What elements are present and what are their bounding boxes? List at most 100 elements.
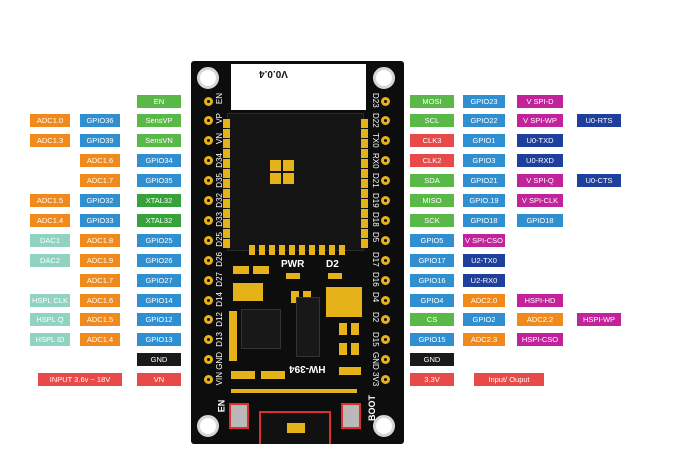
pin-label-d34-1: ADC1.6	[80, 154, 120, 167]
regulator-pad-left	[229, 311, 237, 361]
smd-pad-8	[351, 343, 359, 355]
header-pin-d23	[381, 97, 390, 106]
pin-label-d15-3: HSPI-CSO	[517, 333, 563, 346]
boot-silk-label: BOOT	[367, 395, 377, 421]
pin-label-d2-1: CS	[410, 313, 454, 326]
pin-label-d26-1: DAC2	[30, 254, 70, 267]
header-pin-d25	[204, 236, 213, 245]
pin-label-d19-2: GPIO.19	[463, 194, 505, 207]
module-pad-right	[361, 199, 368, 208]
pin-label-d18-2: GPIO18	[463, 214, 505, 227]
header-pin-d35	[204, 176, 213, 185]
antenna-area: V0.0.4	[231, 64, 366, 110]
pin-label-d26-2: ADC1.9	[80, 254, 120, 267]
pin-label-d18-3: GPIO18	[517, 214, 563, 227]
pin-label-d13-3: GPIO13	[137, 333, 181, 346]
module-pad-left	[223, 139, 230, 148]
header-pin-d13	[204, 335, 213, 344]
pin-label-d33-2: GPIO33	[80, 214, 120, 227]
boot-button[interactable]	[341, 403, 361, 429]
pin-label-d21-2: GPIO21	[463, 174, 505, 187]
pin-label-d5-1: GPIO5	[410, 234, 454, 247]
smd-pad-3	[291, 291, 299, 303]
header-pin-label-rx0: RX0	[371, 153, 380, 169]
module-pad-right	[361, 149, 368, 158]
header-pin-d12	[204, 315, 213, 324]
en-silk-label: EN	[216, 399, 227, 413]
header-pin-d17	[381, 256, 390, 265]
header-pin-label-d35: D35	[215, 173, 224, 188]
smd-pad-9	[231, 371, 255, 379]
pin-label-d5-2: V SPI-CSO	[463, 234, 505, 247]
header-pin-label-d19: D19	[371, 193, 380, 208]
pin-label-d32-3: XTAL32	[137, 194, 181, 207]
pin-label-vp-3: SensVP	[137, 114, 181, 127]
header-pin-label-d2: D2	[371, 312, 380, 323]
module-pad-right	[361, 189, 368, 198]
pin-label-d35-1: ADC1.7	[80, 174, 120, 187]
header-pin-label-3v3: 3V3	[371, 372, 380, 387]
module-pad-bottom	[259, 245, 265, 255]
module-pad-bottom	[309, 245, 315, 255]
mount-hole-bottom-left	[197, 415, 219, 437]
header-pin-d16	[381, 276, 390, 285]
en-reset-button[interactable]	[229, 403, 249, 429]
trace-row	[231, 389, 357, 393]
header-pin-vp	[204, 116, 213, 125]
module-pad-left	[223, 119, 230, 128]
header-pin-3v3	[381, 375, 390, 384]
header-pin-label-d34: D34	[215, 153, 224, 168]
micro-usb-connector[interactable]	[259, 411, 331, 444]
module-pad-right	[361, 159, 368, 168]
header-pin-label-d12: D12	[215, 312, 224, 327]
pin-label-d25-2: ADC1.8	[80, 234, 120, 247]
pin-label-d14-1: HSPL CLK	[30, 294, 70, 307]
module-pad-right	[361, 129, 368, 138]
header-pin-label-d17: D17	[371, 252, 380, 267]
module-pad-right	[361, 169, 368, 178]
pin-label-d23-3: V SPI-D	[517, 95, 563, 108]
header-pin-label-d15: D15	[371, 332, 380, 347]
model-label: HW-394	[289, 363, 326, 374]
module-pad-right	[361, 179, 368, 188]
module-pad-bottom	[269, 245, 275, 255]
header-pin-label-gnd: GND	[371, 352, 380, 370]
pin-label-d17-2: U2-TX0	[463, 254, 505, 267]
header-pin-label-d32: D32	[215, 193, 224, 208]
module-pad-bottom	[249, 245, 255, 255]
pwr-led	[286, 273, 300, 279]
pin-label-gnd-1: GND	[137, 353, 181, 366]
smd-pad-1	[233, 266, 249, 274]
module-pad-right	[361, 119, 368, 128]
smd-pad-2	[253, 266, 269, 274]
header-pin-d14	[204, 296, 213, 305]
pin-label-vn-3: SensVN	[137, 134, 181, 147]
module-pad-left	[223, 129, 230, 138]
header-pin-label-d33: D33	[215, 212, 224, 227]
module-pad-bottom	[329, 245, 335, 255]
module-pad-left	[223, 239, 230, 248]
regulator-tab	[233, 283, 263, 301]
pin-label-d23-2: GPIO23	[463, 95, 505, 108]
pin-label-d4-3: HSPI-HD	[517, 294, 563, 307]
header-pin-d32	[204, 196, 213, 205]
module-pad-left	[223, 159, 230, 168]
pwr-label: PWR	[281, 259, 305, 270]
pin-label-d22-1: SCL	[410, 114, 454, 127]
pin-label-rx0-2: GPIO3	[463, 154, 505, 167]
header-pin-d19	[381, 196, 390, 205]
pin-label-d33-3: XTAL32	[137, 214, 181, 227]
esp32-module-shield	[227, 113, 364, 251]
module-pad-bottom	[279, 245, 285, 255]
module-pad-bottom	[289, 245, 295, 255]
header-pin-label-d4: D4	[371, 292, 380, 303]
pin-label-d34-2: GPIO34	[137, 154, 181, 167]
pin-label-d21-3: V SPI-Q	[517, 174, 563, 187]
module-pad-bottom	[319, 245, 325, 255]
pin-label-tx0-2: GPIO1	[463, 134, 505, 147]
pin-label-d12-2: ADC1.5	[80, 313, 120, 326]
pin-label-rx0-1: CLK2	[410, 154, 454, 167]
pin-label-d26-3: GPIO26	[137, 254, 181, 267]
header-pin-tx0	[381, 136, 390, 145]
